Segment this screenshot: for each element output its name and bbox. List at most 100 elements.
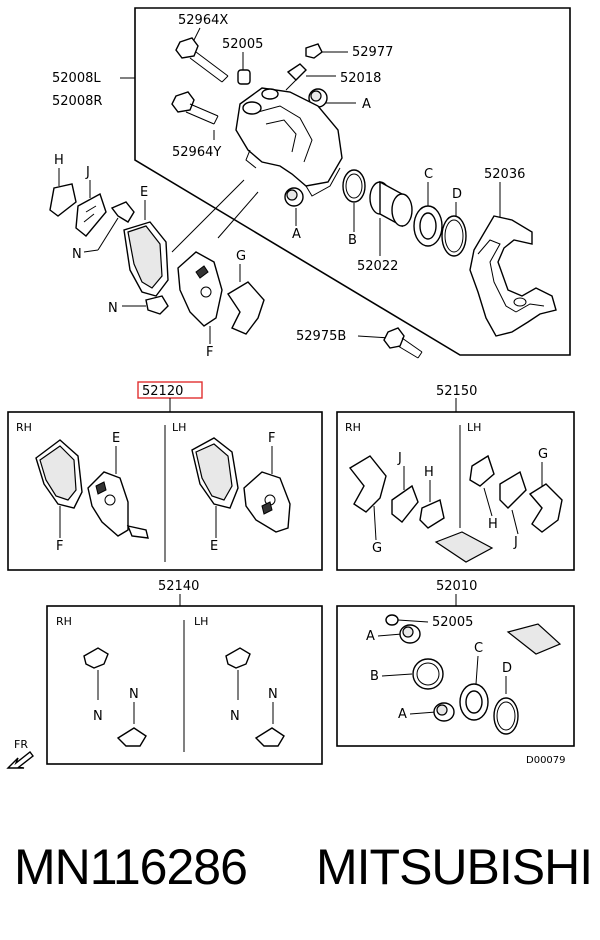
callout-52036: 52036 xyxy=(484,167,525,182)
boot-ring xyxy=(441,215,467,257)
bleeder-screw xyxy=(285,43,323,91)
callout-n-main-upper: N xyxy=(72,247,82,262)
brand-name: MITSUBISHI xyxy=(316,839,593,895)
bracket-bolt xyxy=(383,327,423,359)
pad-set-rh-pad-f xyxy=(35,439,83,509)
bushing-upper xyxy=(237,69,251,85)
callout-52018: 52018 xyxy=(340,71,381,86)
shim-kit-rh-j xyxy=(391,484,419,523)
shim-kit-lh-g xyxy=(528,483,563,533)
part-caption: MN116286 MITSUBISHI xyxy=(0,838,600,908)
kit-52150-lh: LH xyxy=(467,421,481,434)
kit-52120-lh: LH xyxy=(172,421,186,434)
caliper-body xyxy=(235,87,343,197)
seal-kit-grease-packet xyxy=(506,623,562,655)
callout-f-main: F xyxy=(206,345,213,360)
shim-kit-grease-packet xyxy=(434,531,494,563)
pad-set-lh-pad-f xyxy=(243,471,291,533)
pad-set-lh-pad-e xyxy=(191,437,239,509)
callout-52964y: 52964Y xyxy=(172,145,221,160)
kit-52140-number: 52140 xyxy=(158,579,199,594)
kit-52010-a-upper: A xyxy=(366,629,375,644)
kit-52120-f-lh: F xyxy=(268,431,275,446)
callout-52964x: 52964X xyxy=(178,13,228,28)
kit-52120-box xyxy=(7,411,323,571)
kit-52010-number: 52010 xyxy=(436,579,477,594)
clip-kit-rh-lower xyxy=(116,727,147,747)
clip-n-main-lower xyxy=(145,295,169,315)
guide-bolt-upper xyxy=(175,37,229,83)
shim-h-main xyxy=(49,183,77,217)
callout-a-lower: A xyxy=(292,227,301,242)
callout-j-main: J xyxy=(85,165,90,180)
kit-52010-box xyxy=(336,605,575,747)
kit-52150-j-lh: J xyxy=(513,535,518,550)
shim-kit-rh-h xyxy=(419,499,445,529)
kit-52010-52005: 52005 xyxy=(432,615,473,630)
shim-j-main xyxy=(75,192,107,237)
front-direction-indicator: FR xyxy=(6,738,34,769)
guide-bolt-lower xyxy=(171,91,219,125)
callout-52977: 52977 xyxy=(352,45,393,60)
kit-52140-lh: LH xyxy=(194,615,208,628)
shim-kit-lh-j xyxy=(499,470,527,509)
kit-52140-n-lh-b: N xyxy=(268,687,278,702)
main-assembly-frame xyxy=(134,7,571,356)
kit-52010-c: C xyxy=(474,641,483,656)
kit-52150-g-lh: G xyxy=(538,447,548,462)
clip-n-main-upper xyxy=(110,201,135,223)
kit-52010-d: D xyxy=(502,661,512,676)
shim-kit-rh-g xyxy=(348,455,387,513)
piston-boot xyxy=(413,205,443,247)
front-label: FR xyxy=(14,738,28,751)
kit-52120-rh: RH xyxy=(16,421,32,434)
kit-52010-a-lower: A xyxy=(398,707,407,722)
kit-52140-n-rh-a: N xyxy=(93,709,103,724)
seal-kit-boot-ring xyxy=(493,697,519,735)
kit-52140-n-lh-a: N xyxy=(230,709,240,724)
kit-52120-f-rh: F xyxy=(56,539,63,554)
kit-52120-e-rh: E xyxy=(112,431,120,446)
brake-pad-e-main xyxy=(123,221,169,297)
kit-52010-b: B xyxy=(370,669,379,684)
callout-52975b: 52975B xyxy=(296,329,346,344)
kit-52150-j-rh: J xyxy=(397,451,402,466)
callout-52008l: 52008L xyxy=(52,71,101,86)
kit-52140-n-rh-b: N xyxy=(129,687,139,702)
piston xyxy=(369,180,413,228)
callout-e-main: E xyxy=(140,185,148,200)
pad-set-rh-pad-e xyxy=(87,471,149,539)
callout-c-main: C xyxy=(424,167,433,182)
kit-52150-h-lh: H xyxy=(488,517,498,532)
caliper-support-bracket xyxy=(469,215,557,337)
callout-d-main: D xyxy=(452,187,462,202)
callout-52008r: 52008R xyxy=(52,94,102,109)
dust-cap-top xyxy=(308,88,328,108)
callout-n-main-lower: N xyxy=(108,301,118,316)
clip-kit-lh-lower xyxy=(254,727,285,747)
kit-52150-rh: RH xyxy=(345,421,361,434)
dust-cap-lower xyxy=(284,187,304,207)
shim-g-main xyxy=(227,281,265,335)
kit-52140-rh: RH xyxy=(56,615,72,628)
kit-52120-number: 52120 xyxy=(142,384,183,399)
kit-52140-box xyxy=(46,605,323,765)
clip-kit-lh-upper xyxy=(225,647,251,669)
kit-52150-number: 52150 xyxy=(436,384,477,399)
kit-52150-box xyxy=(336,411,575,571)
shim-kit-lh-h xyxy=(469,454,495,487)
brake-pad-f-main xyxy=(177,251,223,327)
clip-kit-rh-upper xyxy=(83,647,109,669)
callout-g-main: G xyxy=(236,249,246,264)
part-number: MN116286 xyxy=(14,839,248,895)
callout-h-main: H xyxy=(54,153,64,168)
kit-52120-e-lh: E xyxy=(210,539,218,554)
callout-b-main: B xyxy=(348,233,357,248)
diagram-code: D00079 xyxy=(526,755,566,766)
seal-kit-bushing xyxy=(385,614,399,626)
callout-a-top: A xyxy=(362,97,371,112)
callout-52022: 52022 xyxy=(357,259,398,274)
callout-52005-top: 52005 xyxy=(222,37,263,52)
kit-52150-h-rh: H xyxy=(424,465,434,480)
